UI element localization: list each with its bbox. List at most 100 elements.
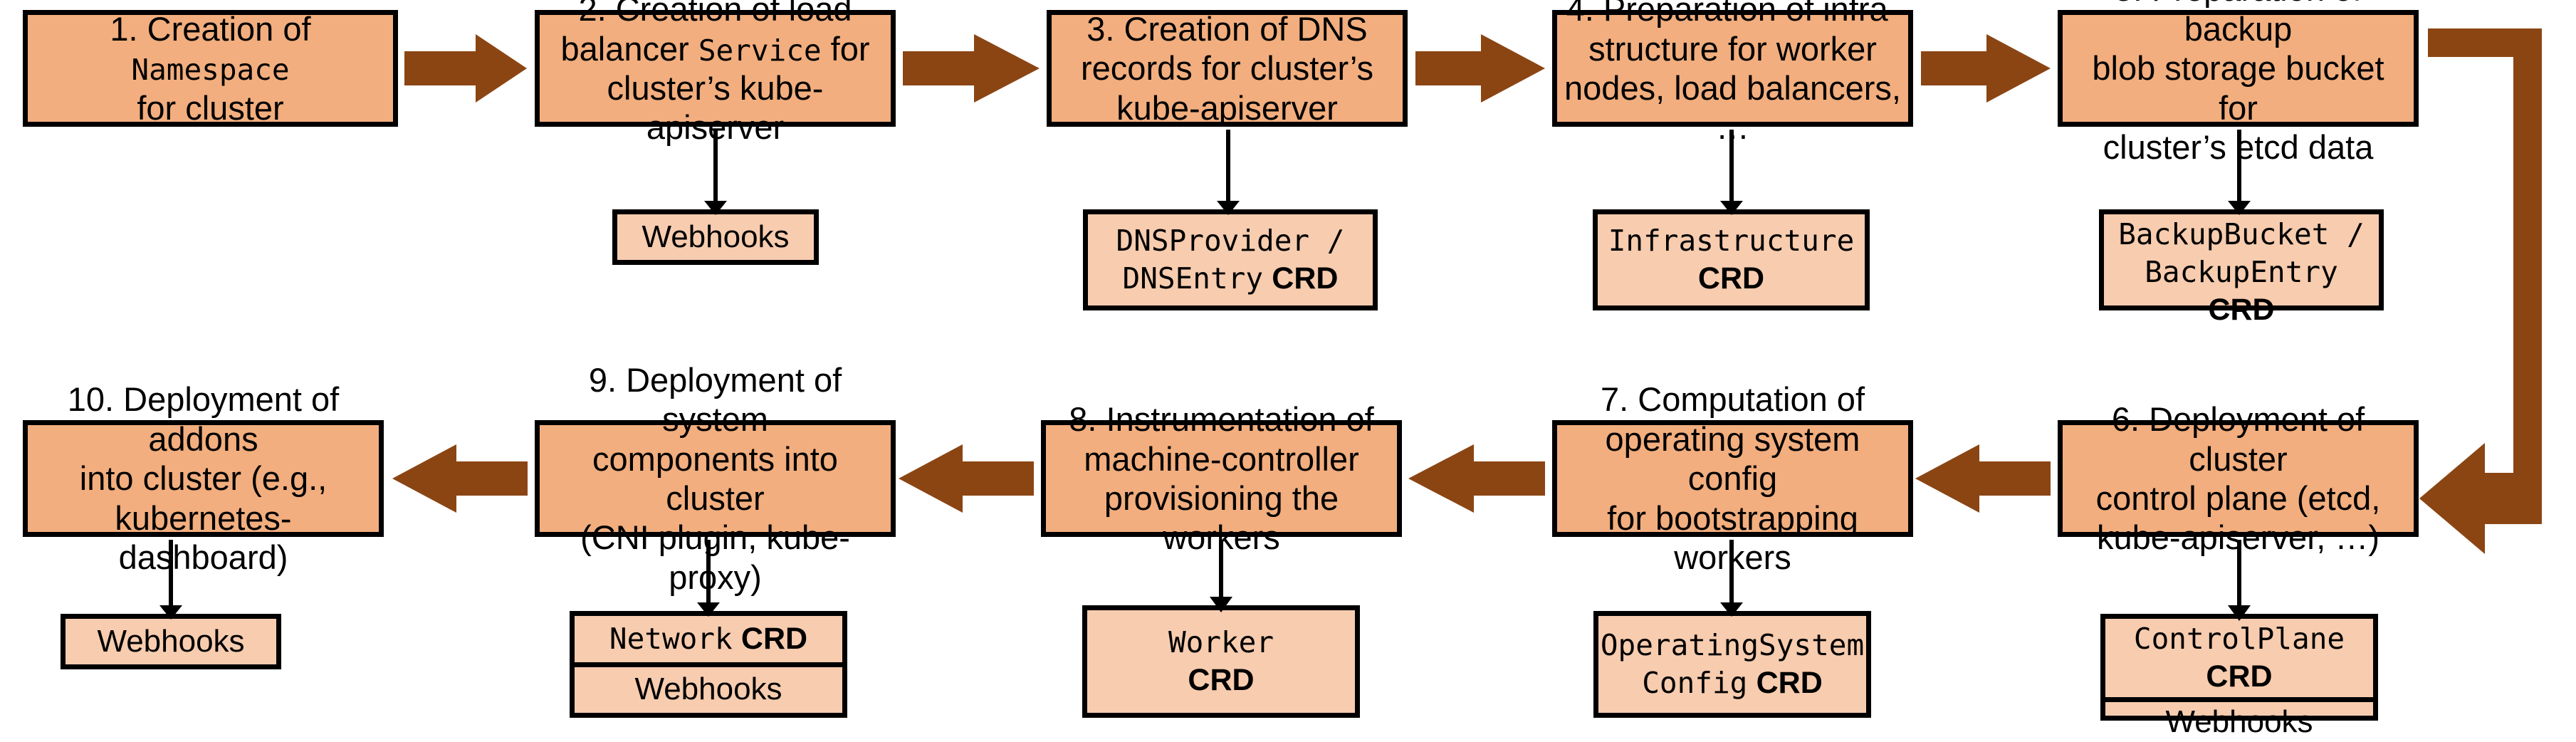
step-4-line-1: 4. Preparation of infra- — [1566, 0, 1900, 28]
artifact-cell-network-crd: Network CRD — [575, 616, 842, 662]
osc-crd-label: OperatingSystem Config CRD — [1601, 627, 1864, 702]
step-2-line-3: cluster’s kube-apiserver — [607, 69, 824, 147]
arrow-step6-to-step7 — [1915, 444, 2051, 513]
step-box-7[interactable]: 7. Computation of operating system confi… — [1552, 380, 1913, 576]
artifact-cell-infrastructure-crd: Infrastructure CRD — [1598, 214, 1865, 305]
step-2-line-1: 2. Creation of load — [578, 0, 852, 28]
webhooks-10-label: Webhooks — [97, 623, 245, 659]
artifact-box-osc-crd[interactable]: OperatingSystem Config CRD — [1593, 611, 1871, 718]
step-2-line-2a: balancer — [560, 29, 698, 68]
step-1-line-1: 1. Creation of — [110, 9, 311, 48]
step-6-text: 6. Deployment of cluster control plane (… — [2070, 399, 2407, 558]
step-6-line-1: 6. Deployment of cluster — [2111, 400, 2365, 478]
controlplane-webhooks-label: Webhooks — [2165, 704, 2313, 739]
step-8-line-3: provisioning the workers — [1104, 479, 1339, 557]
step-4-line-2: structure for worker — [1588, 29, 1877, 68]
artifact-box-webhooks-step2[interactable]: Webhooks — [612, 209, 819, 265]
worker-crd-line-2: CRD — [1188, 663, 1255, 697]
step-9-line-1: 9. Deployment of system — [588, 360, 842, 439]
step-1-text: 1. Creation of Namespace for cluster — [35, 9, 386, 127]
backup-crd-label: BackupBucket / BackupEntry CRD — [2108, 216, 2375, 328]
step-7-line-2: operating system config — [1605, 419, 1860, 498]
artifact-cell-backup-crd: BackupBucket / BackupEntry CRD — [2104, 214, 2379, 330]
step-3-text: 3. Creation of DNS records for cluster’s… — [1059, 9, 1396, 127]
artifact-cell-worker-crd: Worker CRD — [1087, 610, 1355, 713]
step-10-line-3: kubernetes-dashboard) — [115, 498, 292, 577]
step-7-text: 7. Computation of operating system confi… — [1564, 380, 1901, 577]
step-9-text: 9. Deployment of system components into … — [547, 360, 884, 597]
arrow-step9-to-step10 — [392, 444, 528, 513]
step-10-text: 10. Deployment of addons into cluster (e… — [35, 380, 372, 577]
step-8-line-2: machine-controller — [1084, 439, 1359, 478]
infrastructure-crd-label: Infrastructure CRD — [1608, 222, 1855, 298]
step-5-line-2: blob storage bucket for — [2092, 49, 2384, 127]
worker-crd-line-1: Worker — [1168, 625, 1274, 660]
artifact-cell-network-webhooks: Webhooks — [575, 662, 842, 714]
osc-crd-line-2b: CRD — [1756, 666, 1823, 700]
step-1-line-2: Namespace — [131, 53, 290, 88]
step-box-9[interactable]: 9. Deployment of system components into … — [535, 361, 896, 596]
dns-crd-label: DNSProvider / DNSEntry CRD — [1116, 222, 1345, 298]
step-6-line-3: kube-apiserver, …) — [2096, 518, 2380, 557]
step-box-8[interactable]: 8. Instrumentation of machine-controller… — [1041, 400, 1402, 556]
artifact-cell-controlplane-webhooks: Webhooks — [2105, 696, 2373, 742]
step-6-line-2: control plane (etcd, — [2095, 479, 2381, 517]
webhooks-label: Webhooks — [642, 219, 790, 254]
artifact-cell-dns-crd: DNSProvider / DNSEntry CRD — [1088, 214, 1373, 305]
step-7-line-1: 7. Computation of — [1601, 380, 1865, 419]
step-9-line-3: (CNI plugin, kube-proxy) — [580, 518, 850, 596]
dns-crd-line-1: DNSProvider / — [1116, 224, 1345, 258]
artifact-cell-osc-crd: OperatingSystem Config CRD — [1598, 616, 1866, 713]
step-box-6[interactable]: 6. Deployment of cluster control plane (… — [2058, 400, 2419, 556]
step-5-line-3: cluster’s etcd data — [2103, 128, 2374, 167]
step-2-text: 2. Creation of load balancer Service for… — [547, 0, 884, 147]
step-3-line-1: 3. Creation of DNS — [1087, 9, 1368, 48]
artifact-box-dns-crd[interactable]: DNSProvider / DNSEntry CRD — [1083, 209, 1378, 310]
step-box-3[interactable]: 3. Creation of DNS records for cluster’s… — [1047, 10, 1408, 127]
step-box-2[interactable]: 2. Creation of load balancer Service for… — [535, 0, 896, 146]
artifact-box-backup-crd[interactable]: BackupBucket / BackupEntry CRD — [2099, 209, 2384, 327]
artifact-cell-webhooks: Webhooks — [617, 214, 814, 260]
infrastructure-crd-line-2: CRD — [1697, 261, 1765, 296]
controlplane-crd-kind: CRD — [2206, 659, 2273, 694]
step-box-1[interactable]: 1. Creation of Namespace for cluster — [23, 10, 398, 127]
network-crd-name: Network — [609, 621, 733, 656]
worker-crd-label: Worker CRD — [1168, 624, 1274, 699]
arrow-step1-to-step2 — [404, 34, 527, 103]
artifact-box-controlplane-crd[interactable]: ControlPlane CRD Webhooks — [2100, 614, 2378, 739]
arrow-step4-to-step5 — [1921, 34, 2051, 103]
artifact-cell-webhooks-10: Webhooks — [66, 619, 276, 664]
step-box-5[interactable]: 5. Preparation of backup blob storage bu… — [2058, 0, 2419, 166]
artifact-box-worker-crd[interactable]: Worker CRD — [1082, 605, 1360, 718]
controlplane-crd-label: ControlPlane CRD — [2110, 620, 2369, 696]
step-3-line-2: records for cluster’s — [1081, 49, 1373, 88]
step-2-line-2c: for — [821, 29, 870, 68]
arrow-step5-to-step6 — [2419, 28, 2542, 554]
step-10-line-1: 10. Deployment of addons — [67, 380, 340, 458]
step-1-line-3: for cluster — [137, 88, 284, 127]
step-5-text: 5. Preparation of backup blob storage bu… — [2070, 0, 2407, 167]
step-8-line-1: 8. Instrumentation of — [1069, 400, 1374, 439]
step-5-line-1: 5. Preparation of backup — [2115, 0, 2362, 48]
network-crd-kind: CRD — [740, 621, 808, 656]
step-box-4[interactable]: 4. Preparation of infra- structure for w… — [1552, 0, 1913, 146]
step-4-line-3: nodes, load balancers, … — [1564, 69, 1901, 147]
arrow-step3-to-step4 — [1415, 34, 1545, 103]
artifact-cell-controlplane-crd: ControlPlane CRD — [2105, 619, 2373, 697]
step-4-text: 4. Preparation of infra- structure for w… — [1564, 0, 1901, 147]
arrow-step8-to-step9 — [899, 444, 1034, 513]
step-box-10[interactable]: 10. Deployment of addons into cluster (e… — [23, 380, 384, 576]
backup-crd-line-1: BackupBucket / — [2118, 217, 2365, 251]
network-crd-label: Network CRD — [609, 620, 807, 658]
network-webhooks-label: Webhooks — [634, 672, 782, 707]
step-8-text: 8. Instrumentation of machine-controller… — [1053, 399, 1390, 558]
arrow-step7-to-step8 — [1408, 444, 1545, 513]
step-3-line-3: kube-apiserver — [1116, 88, 1338, 127]
artifact-box-webhooks-step10[interactable]: Webhooks — [61, 614, 281, 669]
artifact-box-network-crd[interactable]: Network CRD Webhooks — [570, 611, 847, 718]
artifact-box-infrastructure-crd[interactable]: Infrastructure CRD — [1593, 209, 1870, 310]
osc-crd-line-2a: Config — [1642, 666, 1748, 700]
osc-crd-line-1: OperatingSystem — [1600, 628, 1865, 663]
controlplane-crd-name: ControlPlane — [2133, 622, 2345, 656]
